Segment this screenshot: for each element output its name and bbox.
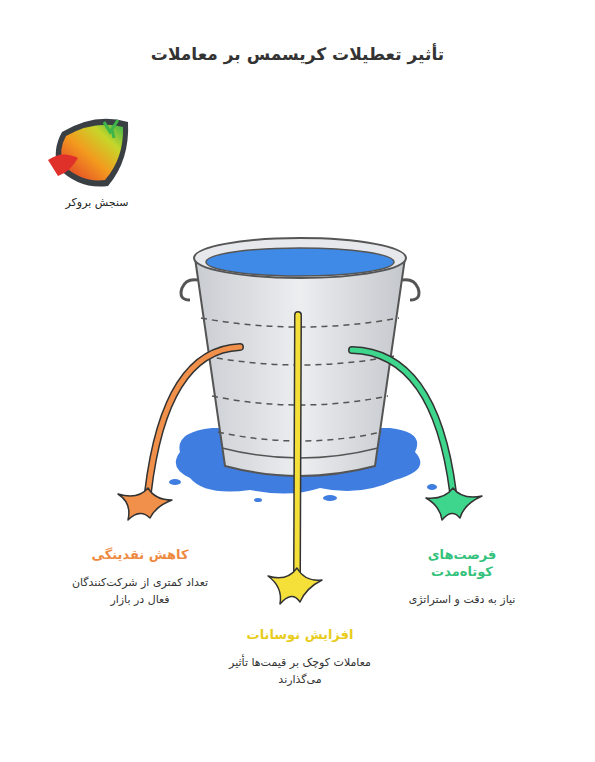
water-streams: [148, 315, 453, 572]
effect-heading: افزایش نوسانات: [219, 627, 381, 644]
effect-block: کاهش نقدینگی تعداد کمتری از شرکت‌کنندگان …: [60, 545, 220, 610]
effect-block: فرصت‌های کوتاه‌مدت نیاز به دقت و استراتژی: [396, 545, 529, 610]
effect-description: تعداد کمتری از شرکت‌کنندگان فعال در بازا…: [64, 574, 216, 608]
effect-block: افزایش نوسانات معاملات کوچک بر قیمت‌ها تأ…: [215, 625, 385, 690]
logo-mark: [48, 119, 128, 187]
effect-heading: فرصت‌های کوتاه‌مدت: [400, 547, 525, 581]
effect-description: معاملات کوچک بر قیمت‌ها تأثیر می‌گذارند: [219, 654, 381, 688]
diagram-title: تأثیر تعطیلات کریسمس بر معاملات: [0, 44, 595, 64]
effect-heading: کاهش نقدینگی: [64, 547, 216, 564]
effect-description: نیاز به دقت و استراتژی: [400, 591, 525, 608]
logo-text: سنجش بروکر: [52, 196, 142, 209]
